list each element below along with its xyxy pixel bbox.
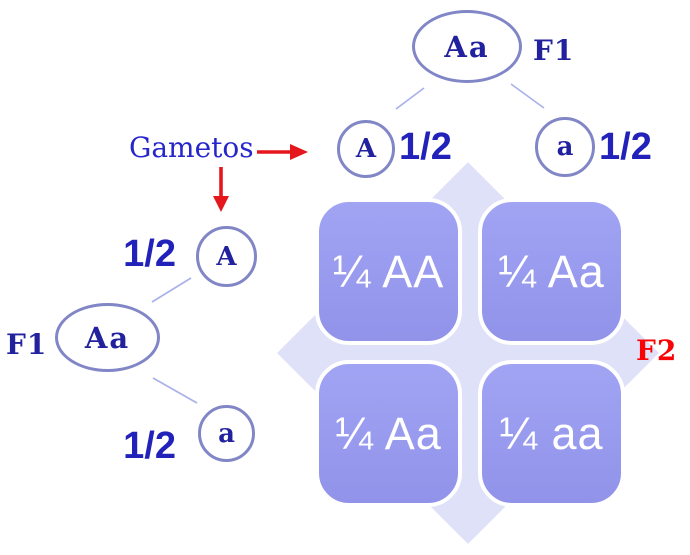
left-gamete-a-circle: a — [198, 405, 255, 462]
top-gamete-A-circle: A — [337, 120, 395, 178]
top-gamete-a-fraction: 1/2 — [599, 126, 652, 168]
top-gamete-A-fraction: 1/2 — [399, 126, 452, 168]
left-f1-label: F1 — [6, 328, 48, 361]
punnett-cell-Aa-bottom: ¼ Aa — [315, 360, 462, 507]
arrow-right-head-icon — [290, 144, 308, 160]
top-parent-oval: Aa — [412, 10, 522, 83]
punnett-cell-Aa-top: ¼ Aa — [478, 198, 625, 345]
left-gamete-A-circle: A — [196, 226, 257, 287]
top-gamete-a-circle: a — [535, 117, 595, 177]
punnett-cell-aa: ¼ aa — [478, 360, 625, 507]
f2-label: F2 — [636, 334, 678, 367]
top-f1-label: F1 — [533, 34, 575, 67]
left-gamete-A-fraction: 1/2 — [123, 233, 176, 275]
punnett-cell-AA: ¼ AA — [315, 198, 462, 345]
left-parent-oval: Aa — [55, 303, 160, 372]
left-gamete-a-fraction: 1/2 — [123, 425, 176, 467]
gametos-label: Gametos — [129, 131, 254, 164]
arrow-down-head-icon — [213, 196, 229, 212]
